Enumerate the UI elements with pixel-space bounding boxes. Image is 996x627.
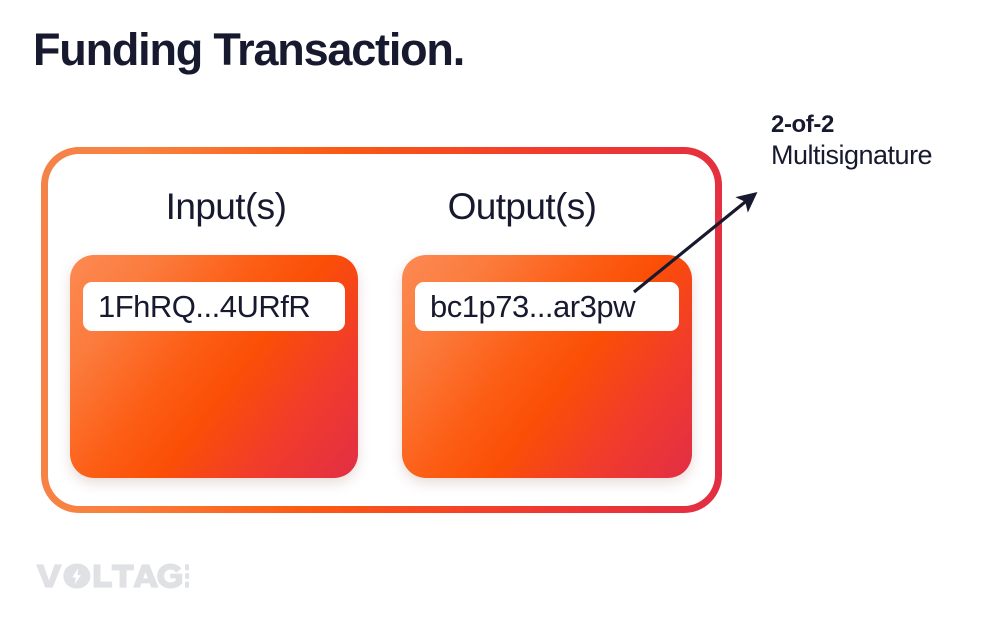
output-address-text: bc1p73...ar3pw <box>430 289 635 324</box>
funding-transaction-inner: Input(s) Output(s) 1FhRQ...4URfR bc1p73.… <box>48 154 715 506</box>
inputs-box: 1FhRQ...4URfR <box>70 255 358 478</box>
input-address-text: 1FhRQ...4URfR <box>98 289 311 324</box>
output-address-chip[interactable]: bc1p73...ar3pw <box>415 282 679 331</box>
outputs-box: bc1p73...ar3pw <box>402 255 692 478</box>
callout-subtitle: Multisignature <box>771 139 933 170</box>
funding-transaction-container: Input(s) Output(s) 1FhRQ...4URfR bc1p73.… <box>41 147 722 513</box>
voltage-lightning-logo <box>36 563 190 589</box>
callout-title: 2-of-2 <box>771 111 834 138</box>
page-title: Funding Transaction. <box>33 24 465 75</box>
outputs-column-label: Output(s) <box>447 186 597 227</box>
inputs-column-label: Input(s) <box>165 186 287 227</box>
input-address-chip[interactable]: 1FhRQ...4URfR <box>83 282 345 331</box>
multisig-callout: 2-of-2 Multisignature <box>771 111 996 171</box>
